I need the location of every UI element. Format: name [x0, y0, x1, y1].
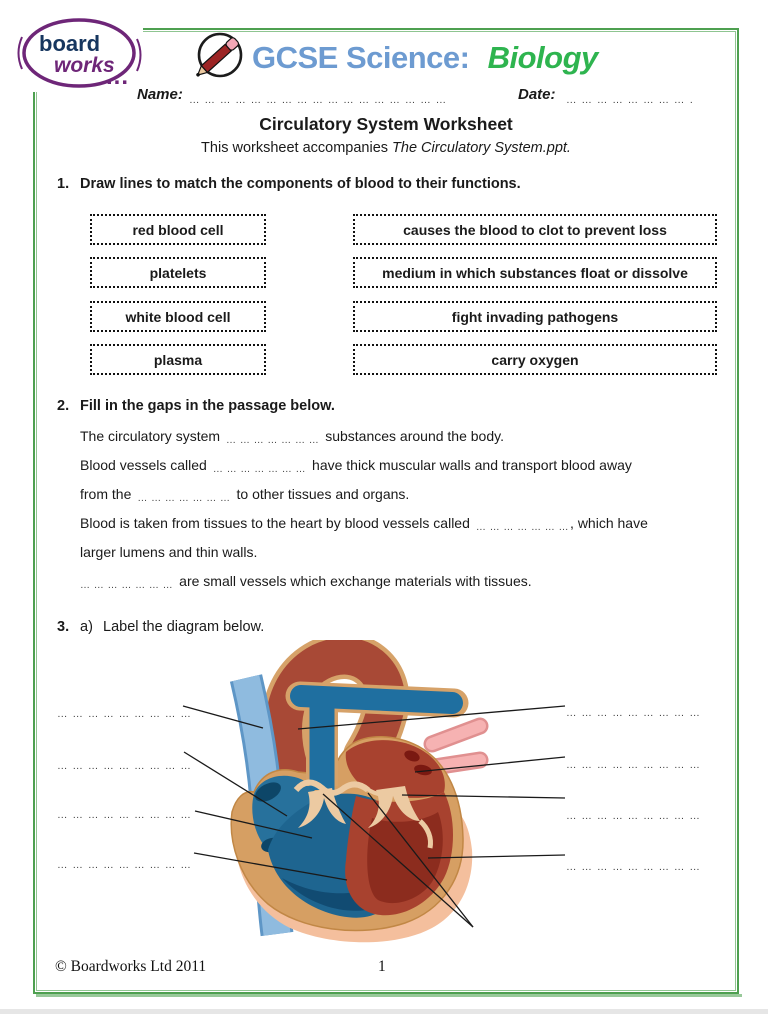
pulmonary-artery	[285, 681, 469, 790]
passage-line-4: Blood is taken from tissues to the heart…	[80, 509, 730, 538]
passage-line-6: … … … … … … … are small vessels which exc…	[80, 567, 730, 596]
heart-diagram	[182, 640, 566, 943]
page-border-shadow	[36, 994, 742, 997]
label-line-left-2	[183, 751, 288, 817]
date-label: Date:	[518, 86, 556, 103]
label-line-right-2	[414, 756, 566, 773]
name-blank-line: … … … … … … … … … … … … … … … … … … … … …	[189, 94, 451, 106]
passage-text: are small vessels which exchange materia…	[179, 573, 532, 589]
copyright-notice: © Boardworks Ltd 2011	[55, 958, 207, 975]
label-line-right-1	[297, 705, 566, 730]
diagram-blank-left-4: … … … … … … … … … …	[57, 859, 193, 871]
passage-text: substances around the body.	[325, 428, 504, 444]
q1-prompt: Draw lines to match the components of bl…	[80, 176, 521, 192]
component-box-4: plasma	[90, 344, 266, 375]
page-border-inner-line	[36, 31, 736, 991]
valve-pointer-line-1	[322, 793, 474, 928]
diagram-blank-right-1: … … … … … … … … … …	[566, 707, 702, 719]
passage-line-2: Blood vessels called … … … … … … … have th…	[80, 451, 730, 480]
passage-line-1: The circulatory system … … … … … … … subst…	[80, 422, 730, 451]
function-box-1: causes the blood to clot to prevent loss	[353, 214, 717, 245]
passage-line-5: larger lumens and thin walls.	[80, 538, 730, 567]
q3-part-label: a)	[80, 619, 93, 635]
vein-opening-upper	[404, 750, 420, 762]
gap-blank-2: … … … … … … …	[212, 464, 307, 475]
component-box-1: red blood cell	[90, 214, 266, 245]
pulmonary-veins	[423, 717, 489, 776]
diagram-blank-right-2: … … … … … … … … … …	[566, 759, 702, 771]
function-box-2: medium in which substances float or diss…	[353, 257, 717, 288]
q2-prompt: Fill in the gaps in the passage below.	[80, 398, 335, 414]
q2-number: 2.	[57, 398, 70, 414]
logo-ellipse	[22, 18, 136, 88]
course-title: GCSE Science:	[252, 40, 470, 75]
gap-blank-3: … … … … … … …	[137, 493, 231, 504]
passage-text: Blood vessels called	[80, 457, 207, 473]
diagram-blank-left-3: … … … … … … … … … …	[57, 809, 193, 821]
q3-number: 3.	[57, 619, 70, 635]
q3-prompt: Label the diagram below.	[103, 619, 265, 635]
gap-blank-4: … … … … … … …	[475, 522, 570, 533]
left-atrium	[345, 740, 445, 798]
name-label: Name:	[137, 86, 183, 103]
function-box-4: carry oxygen	[353, 344, 717, 375]
gap-blank-1: … … … … … … …	[226, 435, 320, 446]
subject-title: Biology	[487, 40, 599, 75]
logo-word-board: board	[39, 31, 100, 56]
diagram-blank-left-1: … … … … … … … … … …	[57, 708, 193, 720]
vena-cava-opening-upper	[255, 782, 281, 802]
logo-word-works: works	[54, 54, 115, 77]
logo-dots: ...	[106, 63, 129, 90]
passage-text: Blood is taken from tissues to the heart…	[80, 515, 470, 531]
passage-text: have thick muscular walls and transport …	[312, 457, 632, 473]
q1-number: 1.	[57, 176, 70, 192]
diagram-blank-right-3: … … … … … … … … … …	[566, 810, 702, 822]
function-box-3: fight invading pathogens	[353, 301, 717, 332]
passage-line-3: from the … … … … … … … to other tissues an…	[80, 480, 730, 509]
logo-left-arc	[17, 36, 23, 70]
diagram-blank-right-4: … … … … … … … … … …	[566, 861, 702, 873]
boardworks-logo: board works ...	[17, 18, 142, 90]
left-ventricle	[345, 792, 453, 916]
label-line-left-4	[193, 852, 348, 881]
component-box-2: platelets	[90, 257, 266, 288]
passage-text: from the	[80, 486, 132, 502]
label-line-right-4	[427, 854, 566, 859]
passage-text: , which have	[570, 515, 648, 531]
passage-text: The circulatory system	[80, 428, 221, 444]
label-line-left-3	[194, 810, 313, 839]
diagram-blank-left-2: … … … … … … … … … …	[57, 760, 193, 772]
q2-passage: The circulatory system … … … … … … … subst…	[80, 422, 730, 596]
component-box-3: white blood cell	[90, 301, 266, 332]
heart-valves	[293, 779, 433, 849]
logo-right-arc	[136, 38, 142, 72]
worksheet-subtitle: This worksheet accompanies The Circulato…	[34, 140, 738, 156]
subtitle-text: This worksheet accompanies	[201, 140, 393, 156]
worksheet-title: Circulatory System Worksheet	[259, 114, 513, 134]
passage-text: larger lumens and thin walls.	[80, 544, 258, 560]
page-number: 1	[378, 958, 386, 975]
pencil-icon	[196, 32, 243, 78]
page-bottom-edge	[0, 1009, 768, 1014]
valve-pointer-line-2	[367, 792, 474, 928]
vein-opening-lower	[414, 764, 432, 776]
header-title: GCSE Science: Biology	[252, 40, 598, 76]
subtitle-filename: The Circulatory System.ppt.	[392, 140, 571, 156]
passage-text: to other tissues and organs.	[236, 486, 410, 502]
gap-blank-5: … … … … … … …	[80, 580, 174, 591]
date-blank-line: … … … … … … … … …	[566, 94, 694, 106]
label-line-right-3	[401, 794, 566, 799]
label-line-left-1	[182, 705, 264, 729]
label-lines	[182, 705, 566, 928]
